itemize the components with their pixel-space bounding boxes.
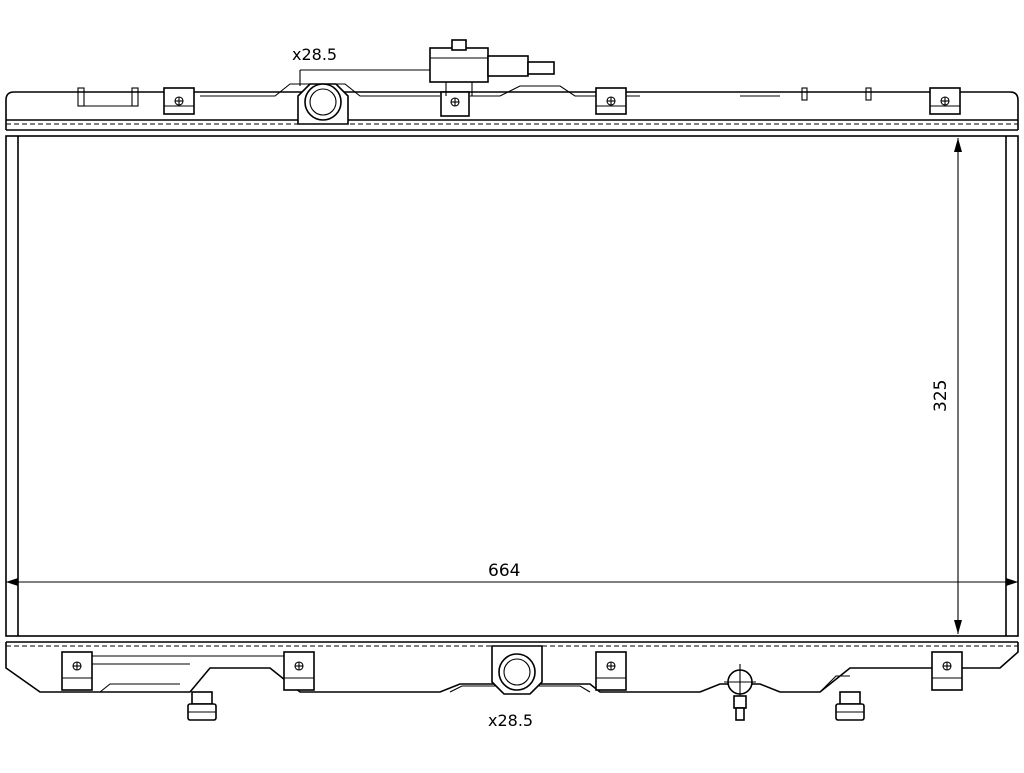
height-dimension <box>954 138 962 634</box>
bottom-bracket-4 <box>931 651 963 691</box>
hose-neck-icon <box>491 645 543 695</box>
width-label: 664 <box>488 561 520 581</box>
bolt-icon <box>606 661 616 671</box>
outlet-diameter-label: x28.5 <box>488 711 533 730</box>
filler-cap-icon <box>429 39 555 96</box>
mounting-pin-icon <box>187 691 217 721</box>
bolt-icon <box>606 96 616 106</box>
hose-neck-icon <box>297 83 349 125</box>
drain-plug-icon <box>724 664 756 721</box>
bolt-icon <box>294 661 304 671</box>
top-bracket-3 <box>929 87 961 115</box>
bolt-icon <box>174 96 184 106</box>
width-dimension <box>6 578 1018 586</box>
top-bracket-2 <box>595 87 627 115</box>
top-tank <box>5 83 1019 131</box>
top-bracket-center <box>440 91 470 117</box>
top-bracket-1 <box>163 87 195 115</box>
bottom-bracket-3 <box>595 651 627 691</box>
bolt-icon <box>450 97 460 107</box>
bottom-bracket-2 <box>283 651 315 691</box>
height-label: 325 <box>931 380 951 412</box>
radiator-core <box>5 135 1019 637</box>
bolt-icon <box>940 96 950 106</box>
bolt-icon <box>942 661 952 671</box>
bottom-bracket-1 <box>61 651 93 691</box>
mounting-pin-icon <box>835 691 865 721</box>
bolt-icon <box>72 661 82 671</box>
inlet-diameter-label: x28.5 <box>292 45 337 64</box>
inlet-leader <box>299 69 430 86</box>
